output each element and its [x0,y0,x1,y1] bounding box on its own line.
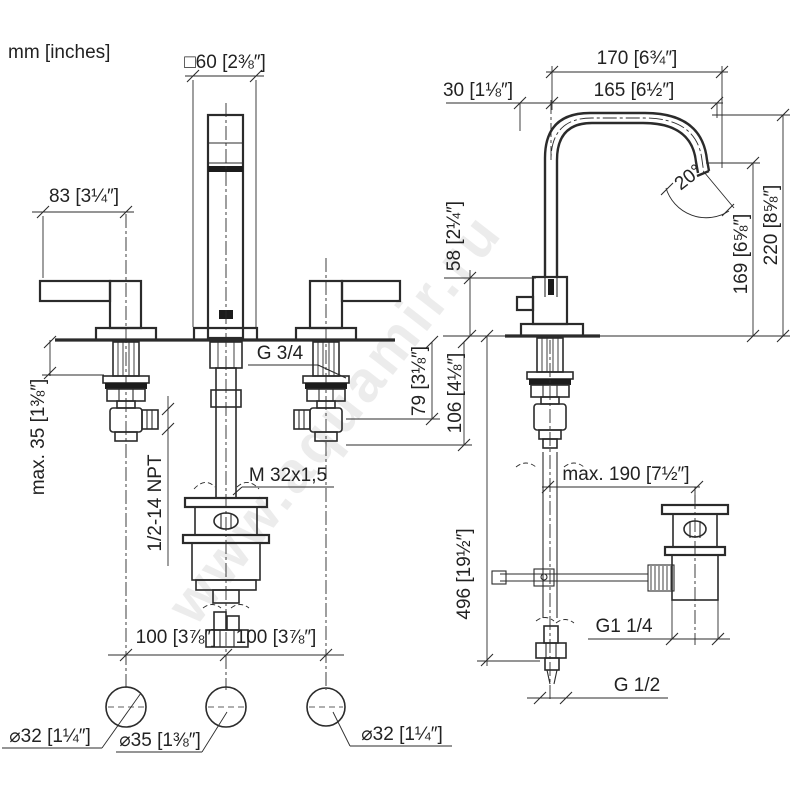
thread-g114: G1 1/4 [595,616,652,637]
dim-30: 30 [1⅛″] [443,80,513,101]
side-drain [660,495,730,645]
units-label: mm [inches] [8,42,110,63]
front-spout [192,103,259,690]
dim-max190: max. 190 [7½″] [562,464,689,485]
front-left-handle [38,214,158,690]
dim-square60: □60 [2⅜″] [184,52,266,73]
front-right-handle [294,258,402,690]
dim-58: 58 [2¼″] [444,201,465,271]
dim-165: 165 [6½″] [594,80,675,101]
front-left-valve [102,341,159,442]
side-view [443,100,790,700]
dim-106: 106 [4⅛″] [445,353,466,434]
dim-169: 169 [6⅝″] [731,214,752,295]
side-dimensions: 170 [6¾″] 165 [6½″] 30 [1⅛″] 20° 169 [6⅝… [443,48,790,705]
side-spout [543,100,711,277]
dim-100-right: 100 [3⅞″] [236,627,317,648]
side-bottom-valve [535,617,575,685]
popup-rod [491,564,675,592]
front-bottom-valve [205,611,249,648]
thread-m32: M 32x1,5 [249,465,327,486]
front-center-drain [181,341,271,609]
dim-100-left: 100 [3⅞″] [136,627,217,648]
front-dimensions: □60 [2⅜″] 83 [3¼″] G 3/4 max. 35 [1⅜″] 1… [2,52,536,753]
dim-170: 170 [6¾″] [597,48,678,69]
side-valve [515,337,585,700]
mounting-holes [105,686,346,728]
thread-g34: G 3/4 [257,343,304,364]
front-view [38,103,402,728]
thread-g12: G 1/2 [614,675,660,696]
hole-32-left: ⌀32 [1¼″] [9,726,91,747]
dim-220: 220 [8⅝″] [761,185,782,266]
dim-79: 79 [3⅛″] [409,346,430,416]
dim-angle: 20° [671,161,707,195]
dim-max35: max. 35 [1⅜″] [28,379,49,496]
front-right-valve [293,341,350,442]
thread-npt: 1/2-14 NPT [145,454,166,552]
hole-35-center: ⌀35 [1⅜″] [119,730,201,751]
side-body [515,275,585,338]
hole-32-right: ⌀32 [1¼″] [361,724,443,745]
dim-83: 83 [3¼″] [49,186,119,207]
dim-496: 496 [19½″] [454,528,475,619]
